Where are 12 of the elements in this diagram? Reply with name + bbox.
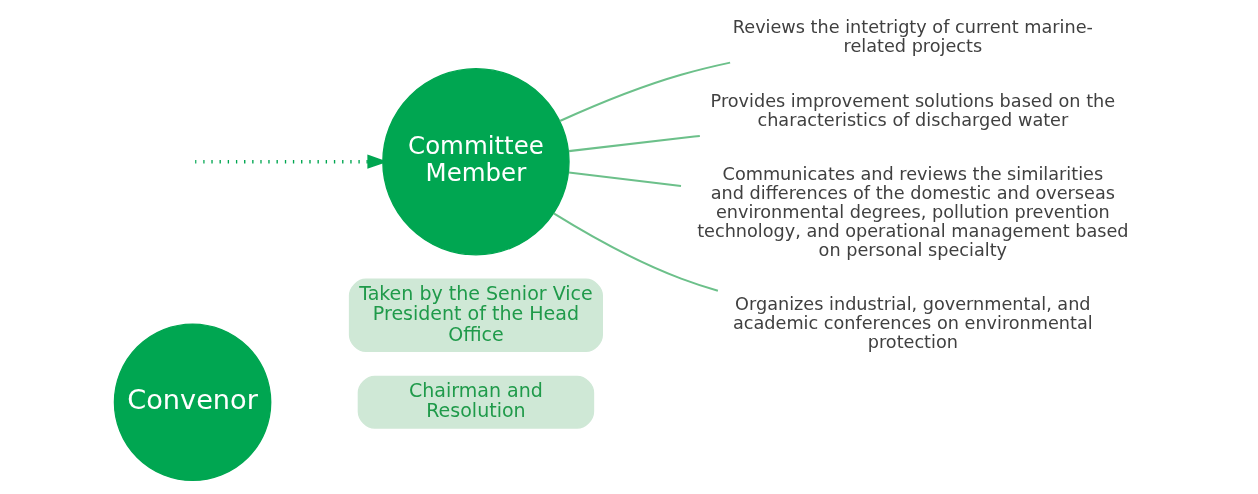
- connector: [559, 61, 730, 122]
- node-text: Provides improvement solutions based on the characteristics of discharged water: [710, 90, 1115, 130]
- node-text: Reviews the intetrigty of current marine-related projects: [732, 17, 1093, 57]
- connector: [568, 171, 681, 187]
- node-text: Organizes industrial, governmental, and academic conferences on environmental protection: [732, 294, 1093, 353]
- node-circle: Committee Member: [381, 67, 570, 256]
- connector: [568, 134, 700, 153]
- node-text: Communicates and reviews the similarities and differences of the domestic and overseas environmental degrees, pollution prevention technology, and operational management based on personal specialty: [696, 163, 1129, 261]
- node-box: Taken by the Senior Vice President of the Head Office: [348, 278, 603, 352]
- node-box: Chairman and Resolution: [357, 375, 594, 429]
- connector: [552, 212, 718, 292]
- node-circle: Convenor: [113, 323, 271, 482]
